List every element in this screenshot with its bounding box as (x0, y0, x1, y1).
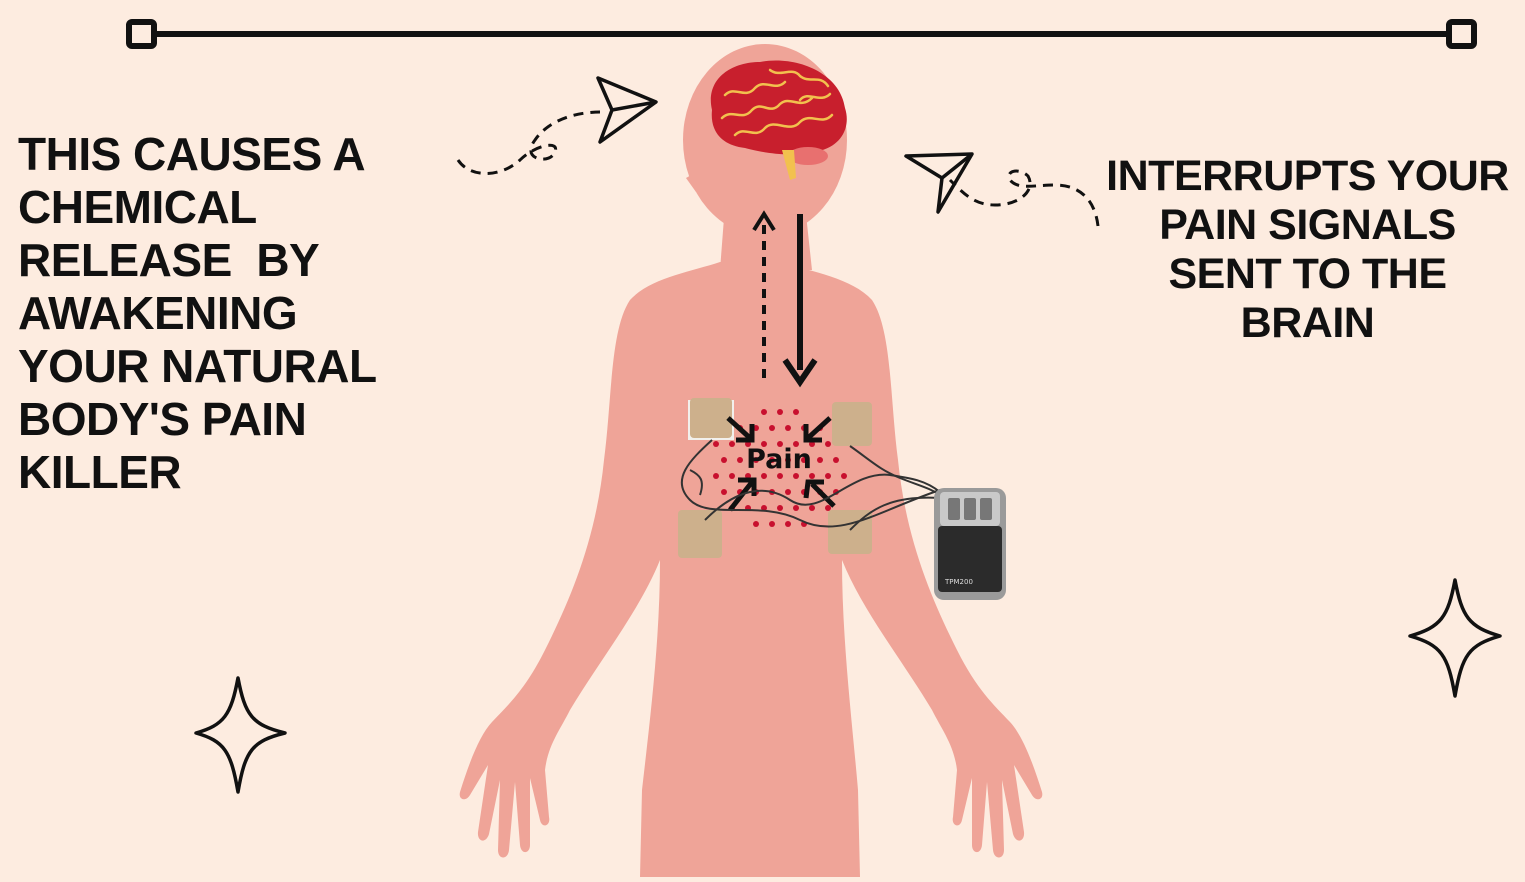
pain-dot (825, 505, 831, 511)
tens-device-icon: TPM200 (934, 488, 1006, 600)
left-caption-line: YOUR NATURAL (18, 340, 438, 393)
pain-dot (833, 457, 839, 463)
right-caption-line: SENT TO THE (1105, 250, 1510, 299)
sparkle-icon (1410, 580, 1500, 696)
left-flight-path (458, 112, 600, 174)
pain-dot (809, 505, 815, 511)
sparkle-icon (196, 678, 285, 792)
pain-dot (753, 521, 759, 527)
pain-dot (713, 441, 719, 447)
pain-dot (769, 521, 775, 527)
left-caption-line: RELEASE BY (18, 234, 438, 287)
electrode-pad-bottom-left (678, 510, 722, 558)
top-divider-line (129, 22, 1474, 46)
pain-dot (777, 505, 783, 511)
left-caption-line: AWAKENING (18, 287, 438, 340)
right-flight-path (950, 171, 1098, 226)
pain-dot (785, 425, 791, 431)
device-label: TPM200 (944, 578, 973, 586)
pain-dot (785, 521, 791, 527)
pain-dot (777, 409, 783, 415)
electrode-pad-top-right (832, 402, 872, 446)
pain-dot (793, 505, 799, 511)
pain-dot (825, 441, 831, 447)
pain-dot (729, 473, 735, 479)
right-handle-icon (1449, 22, 1474, 46)
pain-dot (737, 457, 743, 463)
pain-dot (713, 473, 719, 479)
paper-plane-icon (906, 154, 972, 212)
pain-dot (769, 425, 775, 431)
left-caption-line: CHEMICAL (18, 181, 438, 234)
left-caption-line: KILLER (18, 446, 438, 499)
pain-label: Pain (746, 444, 812, 475)
left-caption-line: BODY'S PAIN (18, 393, 438, 446)
pain-dot (721, 457, 727, 463)
pain-dot (825, 473, 831, 479)
pain-dot (761, 409, 767, 415)
right-caption-line: INTERRUPTS YOUR (1105, 152, 1510, 201)
pain-dot (841, 473, 847, 479)
pain-dot (793, 409, 799, 415)
paper-plane-icon (598, 78, 656, 142)
right-caption-line: PAIN SIGNALS (1105, 201, 1510, 250)
pain-dot (721, 489, 727, 495)
right-caption: INTERRUPTS YOUR PAIN SIGNALS SENT TO THE… (1105, 152, 1510, 348)
left-caption-line: THIS CAUSES A (18, 128, 438, 181)
pain-dot (729, 441, 735, 447)
pain-dot (785, 489, 791, 495)
pain-dot (817, 457, 823, 463)
right-caption-line: BRAIN (1105, 299, 1510, 348)
electrode-pad-top-left (690, 398, 732, 438)
left-handle-icon (129, 22, 154, 46)
left-caption: THIS CAUSES A CHEMICAL RELEASE BY AWAKEN… (18, 128, 438, 499)
